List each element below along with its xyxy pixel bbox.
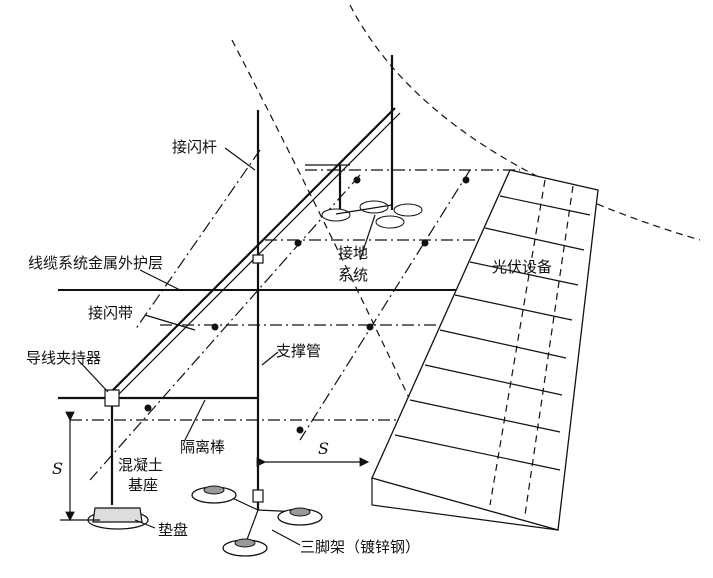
label-strap: 接闪带 xyxy=(88,304,133,322)
junction-dot xyxy=(366,323,374,331)
strap-diagonal xyxy=(107,107,396,396)
concrete-base xyxy=(87,507,149,530)
junction-dot xyxy=(144,404,152,412)
leader-air-terminal xyxy=(224,147,256,171)
label-clamp: 导线夹持器 xyxy=(26,349,101,367)
leader-clamp xyxy=(79,361,109,393)
junction-dot xyxy=(421,239,429,247)
junction-dot xyxy=(294,239,302,247)
label-concrete-line2: 基座 xyxy=(128,476,158,494)
tripod xyxy=(191,485,323,557)
protection-zone-arc-outer xyxy=(349,4,701,241)
leader-spacer xyxy=(184,399,206,441)
leader-strap xyxy=(144,314,196,331)
dimension-s-left xyxy=(60,411,100,522)
label-grounding-line2: 系统 xyxy=(338,266,368,284)
label-cable-sheath: 线缆系统金属外护层 xyxy=(28,254,163,272)
leader-tripod xyxy=(271,529,301,546)
label-pv-equipment: 光伏设备 xyxy=(492,258,552,276)
leader-support-pipe xyxy=(261,351,279,366)
protection-zone-arc-inner xyxy=(231,39,411,401)
label-support-pipe: 支撑管 xyxy=(276,342,321,360)
label-s-left: S xyxy=(52,459,63,478)
junction-dot xyxy=(296,426,304,434)
label-s-bottom: S xyxy=(318,439,329,458)
leader-pad xyxy=(134,519,156,529)
label-tripod: 三脚架（镀锌钢） xyxy=(300,538,420,556)
pv-array xyxy=(371,169,599,531)
label-pad: 垫盘 xyxy=(158,521,188,539)
label-spacer-rod: 隔离棒 xyxy=(180,438,225,456)
guide-diag-2 xyxy=(89,174,361,481)
guide-diag-3 xyxy=(134,149,261,331)
grounding-tripod-top xyxy=(321,200,423,229)
leader-cable-sheath xyxy=(139,269,181,291)
label-air-terminal: 接闪杆 xyxy=(172,138,217,156)
junction-dot xyxy=(353,176,361,184)
junction-dot xyxy=(462,176,470,184)
leader-grounding xyxy=(359,214,376,261)
label-concrete-line1: 混凝土 xyxy=(118,456,163,474)
guide-diag-1 xyxy=(299,169,471,441)
label-grounding-line1: 接地 xyxy=(338,244,368,262)
junction-dot xyxy=(211,323,219,331)
